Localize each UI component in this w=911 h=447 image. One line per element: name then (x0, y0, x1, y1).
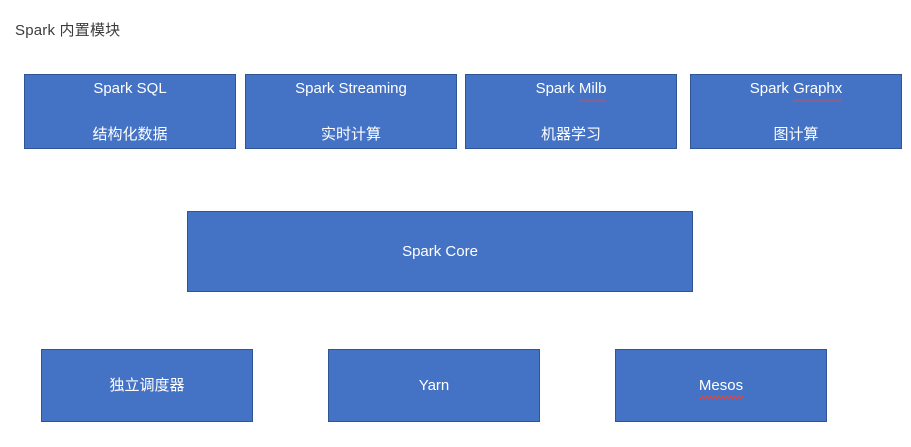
node-label-line1: Spark Core (402, 243, 478, 260)
node-spark-core[interactable]: Spark Core (187, 211, 693, 292)
node-label-line2: 机器学习 (540, 126, 601, 143)
spellcheck-underline: Mesos (698, 374, 744, 399)
node-label: Spark SQL 结构化数据 (25, 54, 235, 169)
node-label-line1: Spark SQL (93, 80, 167, 97)
spellcheck-underline: Graphx (793, 77, 843, 102)
spellcheck-underline: Milb (578, 77, 606, 102)
node-spark-mllib[interactable]: Spark Milb 机器学习 (465, 74, 677, 149)
node-label-line2: 结构化数据 (92, 126, 168, 143)
node-label: 独立调度器 (42, 351, 252, 420)
node-label: Spark Streaming 实时计算 (246, 54, 456, 169)
node-label-line1: Spark Graphx (695, 77, 897, 102)
node-label-line1: Spark Streaming (295, 80, 407, 97)
node-label: Spark Milb 机器学习 (466, 54, 676, 169)
page-title: Spark 内置模块 (15, 22, 121, 39)
node-spark-streaming[interactable]: Spark Streaming 实时计算 (245, 74, 457, 149)
node-spark-graphx[interactable]: Spark Graphx 图计算 (690, 74, 902, 149)
node-spark-sql[interactable]: Spark SQL 结构化数据 (24, 74, 236, 149)
node-label-line2: 实时计算 (320, 126, 381, 143)
node-label-line1: Mesos (620, 374, 822, 399)
node-mesos[interactable]: Mesos (615, 349, 827, 422)
node-label: Spark Graphx 图计算 (691, 54, 901, 169)
node-label-line1: Spark Milb (470, 77, 672, 102)
node-label: Spark Core (188, 217, 692, 286)
node-label-line1: 独立调度器 (109, 377, 185, 394)
node-standalone-scheduler[interactable]: 独立调度器 (41, 349, 253, 422)
node-yarn[interactable]: Yarn (328, 349, 540, 422)
node-label-line2: 图计算 (773, 126, 819, 143)
node-label: Mesos (616, 351, 826, 420)
node-label-line1: Yarn (418, 377, 450, 394)
node-label: Yarn (329, 351, 539, 420)
